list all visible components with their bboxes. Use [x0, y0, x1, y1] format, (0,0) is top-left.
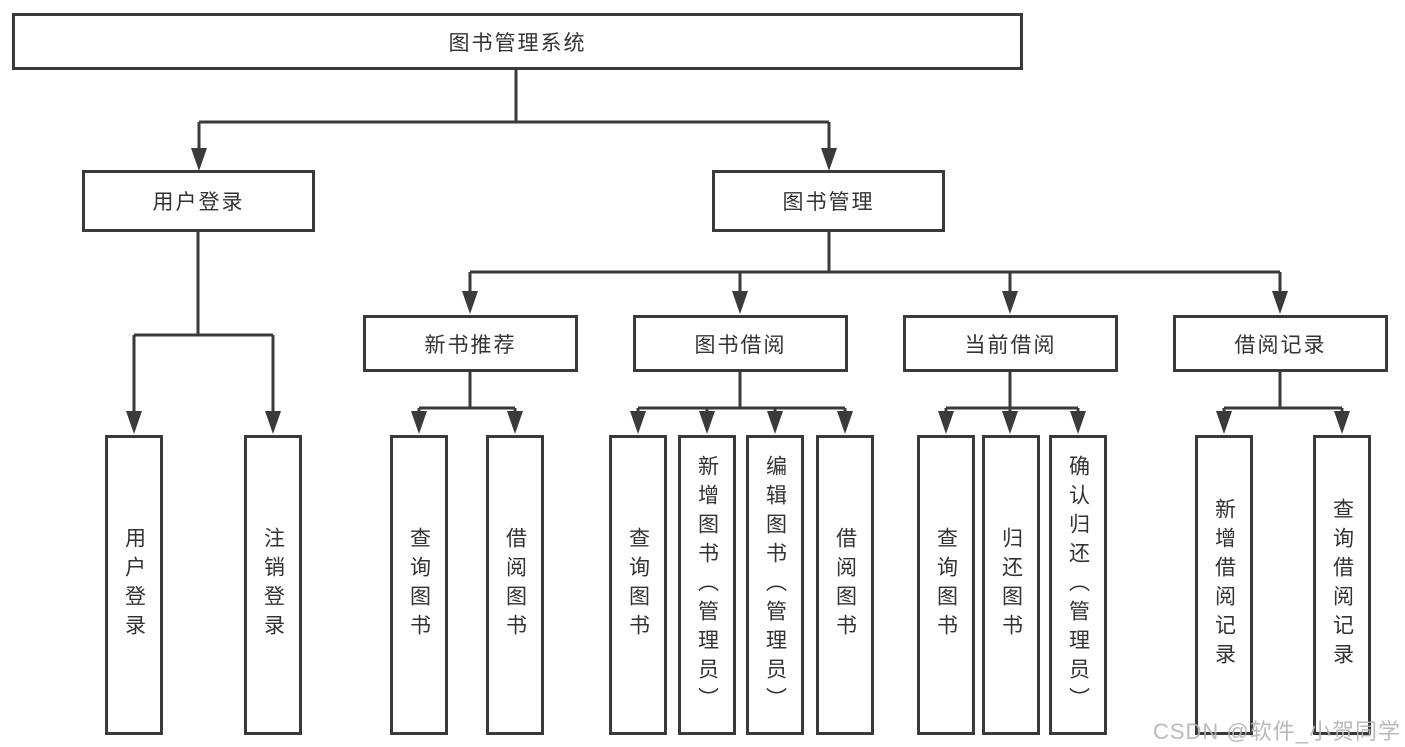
leaf-query-books: 查询图书 [917, 435, 975, 735]
leaf-label: 借阅图书 [833, 527, 857, 643]
node-label: 图书管理系统 [448, 31, 587, 55]
leaf-label: 注销登录 [261, 527, 285, 643]
arrow-icon [732, 291, 748, 314]
node-current-borrowing: 当前借阅 [903, 315, 1118, 372]
leaf-return-books: 归还图书 [982, 435, 1040, 735]
node-label: 用户登录 [152, 191, 245, 214]
arrow-icon [1002, 411, 1018, 434]
arrow-icon [191, 148, 207, 171]
node-library-system: 图书管理系统 [12, 13, 1023, 70]
arrow-icon [938, 411, 954, 434]
arrow-icon [265, 411, 281, 434]
leaf-label: 新增借阅记录 [1212, 498, 1236, 672]
arrow-icon [767, 411, 783, 434]
leaf-label: 查询借阅记录 [1330, 498, 1354, 672]
leaf-user-login: 用户登录 [105, 435, 163, 735]
arrow-icon [126, 411, 142, 434]
watermark: CSDN @软件_小贺同学 [1152, 719, 1401, 744]
leaf-edit-books-admin: 编辑图书（管理员） [746, 435, 804, 735]
arrow-icon [1216, 411, 1232, 434]
leaf-label: 编辑图书（管理员） [763, 454, 787, 716]
leaf-add-books-admin: 新增图书（管理员） [678, 435, 736, 735]
node-user-login: 用户登录 [82, 170, 315, 232]
leaf-add-borrow-record: 新增借阅记录 [1195, 435, 1253, 735]
node-label: 当前借阅 [964, 333, 1057, 357]
arrow-icon [462, 291, 478, 314]
leaf-query-books: 查询图书 [390, 435, 448, 735]
node-label: 图书管理 [782, 191, 875, 214]
arrow-icon [630, 411, 646, 434]
leaf-label: 新增图书（管理员） [695, 454, 719, 716]
connector-path [132, 70, 1344, 413]
arrow-icon [1002, 291, 1018, 314]
arrow-icon [837, 411, 853, 434]
leaf-logout: 注销登录 [244, 435, 302, 735]
leaf-confirm-return-admin: 确认归还（管理员） [1049, 435, 1107, 735]
node-label: 图书借阅 [694, 333, 787, 357]
node-book-borrowing: 图书借阅 [633, 315, 848, 372]
leaf-query-books: 查询图书 [609, 435, 667, 735]
node-borrowing-records: 借阅记录 [1173, 315, 1388, 372]
leaf-label: 查询图书 [934, 527, 958, 643]
leaf-label: 借阅图书 [503, 527, 527, 643]
leaf-borrow-books: 借阅图书 [486, 435, 544, 735]
arrow-icon [699, 411, 715, 434]
arrow-icon [411, 411, 427, 434]
leaf-label: 确认归还（管理员） [1066, 454, 1090, 716]
leaf-label: 查询图书 [626, 527, 650, 643]
node-label: 新书推荐 [424, 333, 517, 357]
arrow-icon [1070, 411, 1086, 434]
leaf-label: 查询图书 [407, 527, 431, 643]
arrow-icon [507, 411, 523, 434]
leaf-query-borrow-record: 查询借阅记录 [1313, 435, 1371, 735]
node-label: 借阅记录 [1234, 333, 1327, 357]
leaf-borrow-books: 借阅图书 [816, 435, 874, 735]
node-book-management: 图书管理 [712, 170, 945, 232]
arrow-icon [1334, 411, 1350, 434]
arrow-icon [1272, 291, 1288, 314]
arrow-icon [821, 148, 837, 171]
node-new-book-recommend: 新书推荐 [363, 315, 578, 372]
leaf-label: 用户登录 [122, 527, 146, 643]
leaf-label: 归还图书 [999, 527, 1023, 643]
arrowheads [126, 148, 1350, 434]
